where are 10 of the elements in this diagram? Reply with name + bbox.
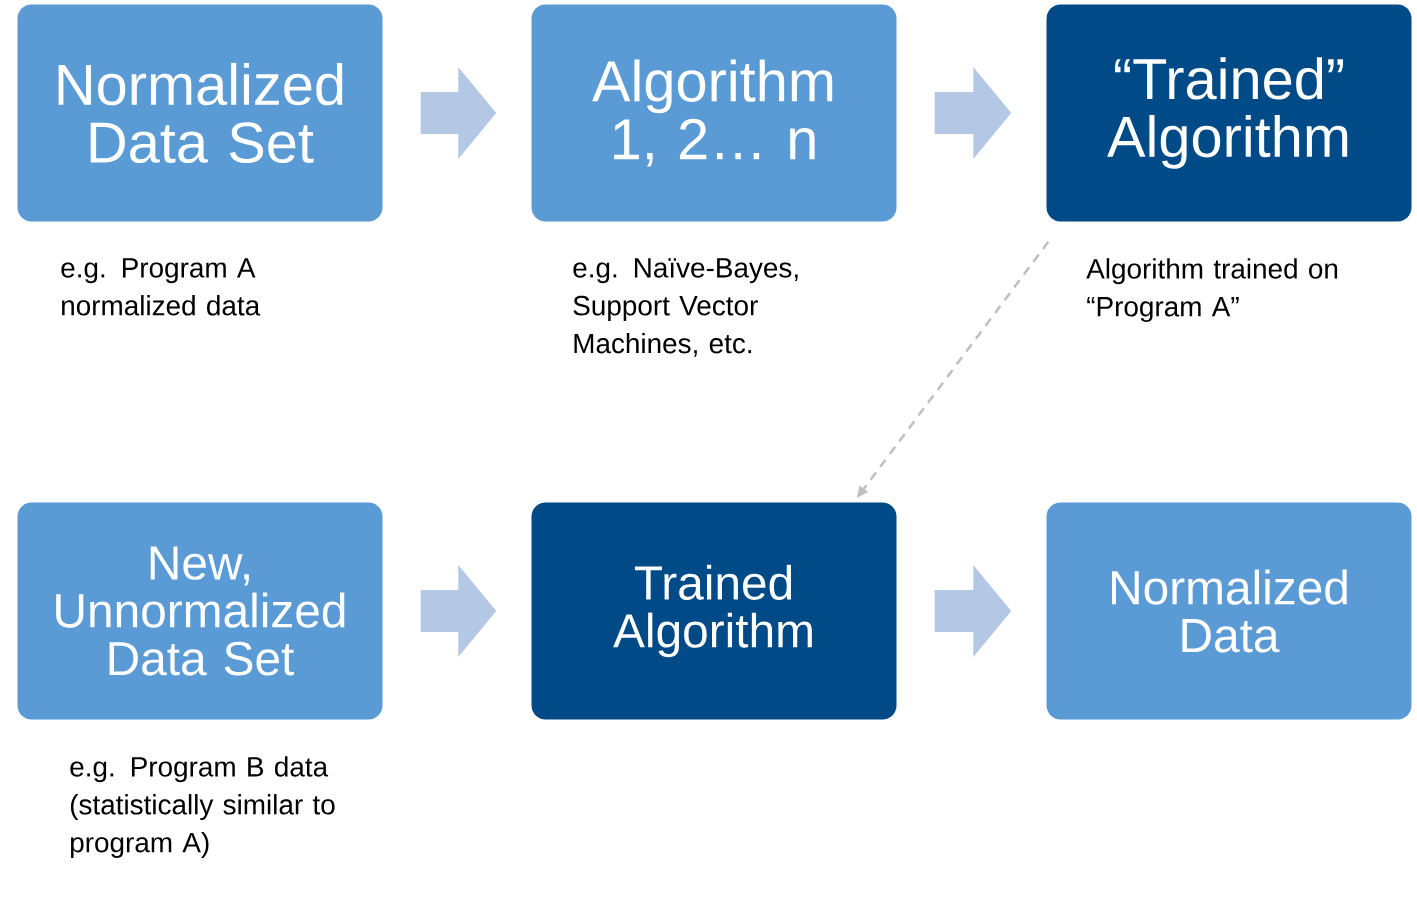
caption-text: Algorithm trained on “Program A” (1086, 258, 1338, 323)
process-box: Trained Algorithm (531, 502, 897, 720)
caption-text: e.g. Program A normalized data (61, 258, 261, 316)
caption-text: e.g. Naïve-Bayes, Support Vector Machines, etc. (573, 258, 798, 357)
process-box: “Trained” Algorithm (1046, 4, 1412, 222)
caption-text: e.g. Program B data (statistically similar to program A) (70, 756, 335, 858)
process-box: Normalized Data (1046, 502, 1412, 720)
process-box: Normalized Data Set (17, 4, 383, 222)
process-box: Algorithm 1, 2… n (531, 4, 897, 222)
process-box: New, Unnormalized Data Set (17, 502, 383, 720)
